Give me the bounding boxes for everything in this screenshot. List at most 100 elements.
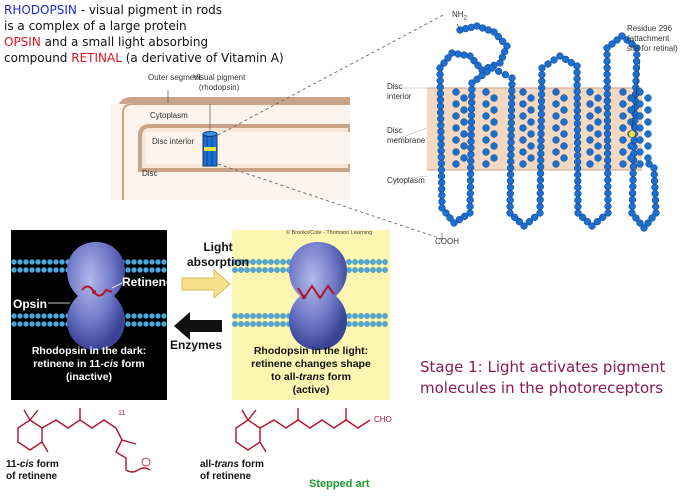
amino-acid-bead: [586, 124, 594, 132]
lipid-head: [143, 321, 149, 327]
amino-acid-bead: [619, 100, 627, 108]
lipid-head: [53, 267, 59, 273]
lipid-head: [370, 321, 376, 327]
lipid-head: [280, 267, 286, 273]
intro-line3: and a small light absorbing: [40, 35, 209, 49]
lipid-head: [59, 267, 65, 273]
amino-acid-bead: [455, 216, 463, 224]
amino-acid-bead: [623, 36, 631, 44]
lipid-head: [370, 313, 376, 319]
stepped-art-label: Stepped art: [309, 478, 370, 490]
amino-acid-bead: [446, 214, 454, 222]
amino-acid-bead: [527, 118, 535, 126]
amino-acid-bead: [515, 218, 523, 226]
lipid-head: [149, 259, 155, 265]
amino-acid-bead: [613, 36, 621, 44]
lipid-head: [268, 267, 274, 273]
amino-acid-bead: [586, 100, 594, 108]
amino-acid-bead: [644, 142, 652, 150]
lipid-head: [155, 259, 161, 265]
amino-acid-bead: [452, 160, 460, 168]
lipid-head: [59, 321, 65, 327]
cooh-label: COOH: [435, 237, 459, 246]
amino-acid-chain: [436, 22, 660, 232]
amino-acid-bead: [593, 218, 601, 226]
intro-text: RHODOPSIN - visual pigment in rods is a …: [4, 2, 284, 66]
intro-line4-start: compound: [4, 51, 72, 65]
amino-acid-bead: [636, 124, 644, 132]
lipid-head: [250, 313, 256, 319]
lipid-head: [11, 259, 17, 265]
amino-acid-bead: [482, 88, 490, 96]
amino-acid-bead: [627, 142, 635, 150]
amino-acid-bead: [527, 142, 535, 150]
amino-acid-bead: [461, 212, 469, 220]
lipid-head: [155, 313, 161, 319]
amino-acid-bead: [468, 79, 476, 87]
lipid-head: [376, 321, 382, 327]
lipid-head: [280, 259, 286, 265]
amino-acid-bead: [490, 130, 498, 138]
amino-acid-bead: [444, 54, 452, 62]
amino-acid-bead: [474, 61, 482, 69]
amino-acid-bead: [560, 154, 568, 162]
amino-acid-bead: [627, 94, 635, 102]
amino-acid-bead: [644, 118, 652, 126]
amino-acid-bead: [442, 209, 450, 217]
amino-acid-bead: [527, 106, 535, 114]
amino-acid-bead: [644, 130, 652, 138]
amino-acid-bead: [594, 106, 602, 114]
trans-form-label: all-trans form of retinene: [200, 459, 264, 482]
amino-acid-bead: [619, 160, 627, 168]
lipid-head: [262, 321, 268, 327]
lipid-head: [161, 313, 167, 319]
amino-acid-bead: [495, 67, 503, 75]
amino-acid-bead: [644, 106, 652, 114]
amino-acid-bead: [519, 88, 527, 96]
lipid-head: [244, 321, 250, 327]
opsin-keyword: OPSIN: [4, 35, 41, 49]
lipid-head: [53, 313, 59, 319]
retinal-keyword: RETINAL: [71, 51, 122, 65]
amino-acid-bead: [470, 57, 478, 65]
amino-acid-bead: [519, 100, 527, 108]
lipid-head: [232, 313, 238, 319]
lipid-head: [143, 259, 149, 265]
lipid-head: [268, 321, 274, 327]
amino-acid-bead: [632, 214, 640, 222]
amino-acid-bead: [440, 59, 448, 67]
amino-acid-bead: [520, 222, 528, 230]
lipid-head: [41, 321, 47, 327]
lipid-head: [35, 267, 41, 273]
lipid-head: [238, 267, 244, 273]
amino-acid-bead: [619, 148, 627, 156]
lipid-head: [262, 313, 268, 319]
amino-acid-bead: [452, 112, 460, 120]
lipid-head: [17, 267, 23, 273]
lipid-head: [137, 259, 143, 265]
lipid-head: [59, 313, 65, 319]
amino-acid-bead: [552, 124, 560, 132]
lipid-head: [382, 321, 388, 327]
lipid-head: [370, 259, 376, 265]
lipid-head: [53, 321, 59, 327]
amino-acid-bead: [482, 136, 490, 144]
lipid-head: [358, 267, 364, 273]
protein-cytoplasm-label: Cytoplasm: [387, 176, 425, 185]
lipid-head: [250, 259, 256, 265]
amino-acid-bead: [519, 160, 527, 168]
amino-acid-bead: [594, 94, 602, 102]
lipid-head: [376, 259, 382, 265]
connector-top: [217, 13, 446, 136]
amino-acid-bead: [460, 142, 468, 150]
lipid-head: [47, 313, 53, 319]
rhodopsin-keyword: RHODOPSIN: [4, 3, 77, 17]
amino-acid-bead: [567, 59, 575, 67]
intro-line2: is a complex of a large protein: [4, 19, 187, 33]
amino-acid-bead: [648, 214, 656, 222]
amino-acid-bead: [550, 56, 558, 64]
amino-acid-bead: [586, 112, 594, 120]
lipid-head: [364, 267, 370, 273]
lipid-head: [41, 267, 47, 273]
light-absorption-label: Light absorption: [187, 240, 249, 269]
